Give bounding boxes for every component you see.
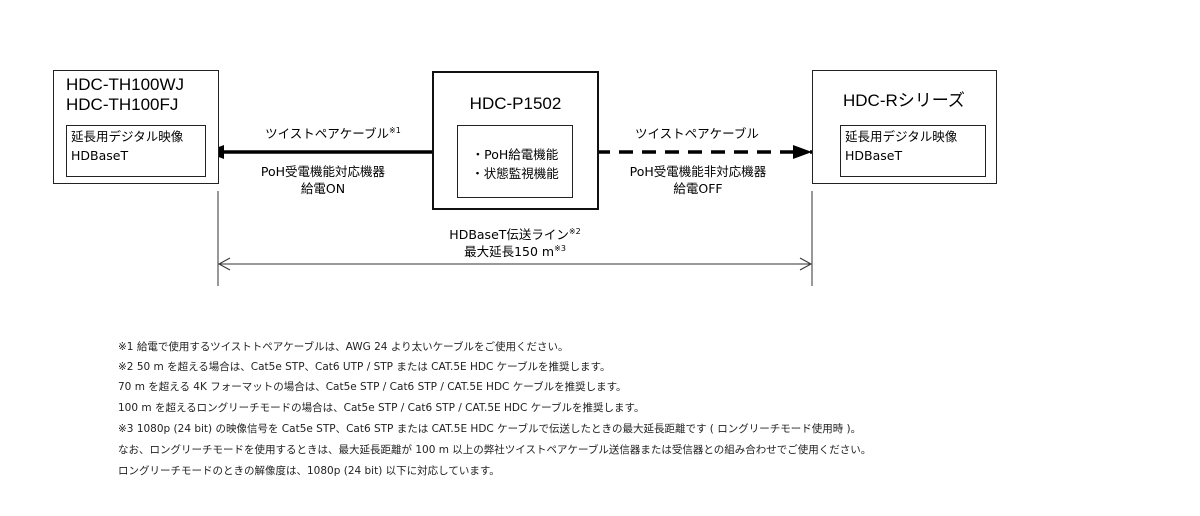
function-item: ・PoH給電機能 [471, 147, 559, 162]
footnote-mark: ※3 [554, 244, 566, 253]
footnote-mark: ※1 [389, 126, 401, 135]
span-label: HDBaseT伝送ライン※2 最大延長150 m※3 [415, 226, 615, 260]
device-box-receiver: HDC-Rシリーズ 延長用デジタル映像 HDBaseT [812, 70, 997, 184]
footnote-mark: ※2 [568, 227, 581, 236]
footnote-line: ※2 50 m を超える場合は、Cat5e STP、Cat6 UTP / STP… [118, 361, 611, 373]
device-model-line: HDC-TH100FJ [66, 95, 179, 114]
function-item: ・状態監視機能 [471, 166, 559, 181]
left-link-status: PoH受電機能対応機器 給電ON [238, 163, 408, 197]
port-type: HDBaseT [845, 148, 903, 163]
device-box-poh-injector: HDC-P1502 ・PoH給電機能 ・状態監視機能 [432, 71, 599, 210]
right-cable-arrowhead [793, 145, 812, 159]
footnote-line: なお、ロングリーチモードを使用するときは、最大延長距離が 100 m 以上の弊社… [118, 444, 872, 456]
transmission-line-label: HDBaseT伝送ライン※2 [449, 227, 581, 242]
device-title-receiver: HDC-Rシリーズ [843, 91, 965, 110]
power-state: 給電ON [300, 181, 346, 196]
footnote-line: 100 m を超えるロングリーチモードの場合は、Cat5e STP / Cat6… [118, 402, 645, 414]
port-box-receiver: 延長用デジタル映像 HDBaseT [840, 125, 986, 177]
device-box-transmitter: HDC-TH100WJ HDC-TH100FJ 延長用デジタル映像 HDBase… [53, 70, 219, 184]
span-left-arrow [217, 257, 231, 271]
port-label: 延長用デジタル映像 [71, 129, 184, 144]
port-box-transmitter: 延長用デジタル映像 HDBaseT [66, 125, 206, 177]
footnote-line: ※1 給電で使用するツイストトペアケーブルは、AWG 24 より太いケーブルをご… [118, 341, 569, 353]
port-type: HDBaseT [71, 148, 129, 163]
left-cable-label: ツイストペアケーブル※1 [238, 125, 428, 142]
right-cable-label: ツイストペアケーブル [635, 126, 759, 141]
footnote-line: ロングリーチモードのときの解像度は、1080p (24 bit) 以下に対応して… [118, 465, 500, 477]
max-distance-label: 最大延長150 m※3 [464, 244, 566, 259]
right-link-status: PoH受電機能非対応機器 給電OFF [606, 163, 790, 197]
poh-compatibility: PoH受電機能非対応機器 [629, 164, 767, 179]
device-title-poh-injector: HDC-P1502 [469, 94, 562, 113]
port-label: 延長用デジタル映像 [845, 129, 958, 144]
poh-compatibility: PoH受電機能対応機器 [260, 164, 386, 179]
cable-type: ツイストペアケーブル [265, 126, 390, 141]
power-state: 給電OFF [673, 181, 723, 196]
device-title-transmitter: HDC-TH100WJ HDC-TH100FJ [66, 75, 218, 115]
span-right-arrow [799, 257, 813, 271]
footnote-line: ※3 1080p (24 bit) の映像信号を Cat5e STP、Cat6 … [118, 423, 862, 435]
function-box: ・PoH給電機能 ・状態監視機能 [457, 125, 573, 198]
device-model-line: HDC-TH100WJ [66, 75, 185, 94]
footnote-line: 70 m を超える 4K フォーマットの場合は、Cat5e STP / Cat6… [118, 381, 627, 393]
